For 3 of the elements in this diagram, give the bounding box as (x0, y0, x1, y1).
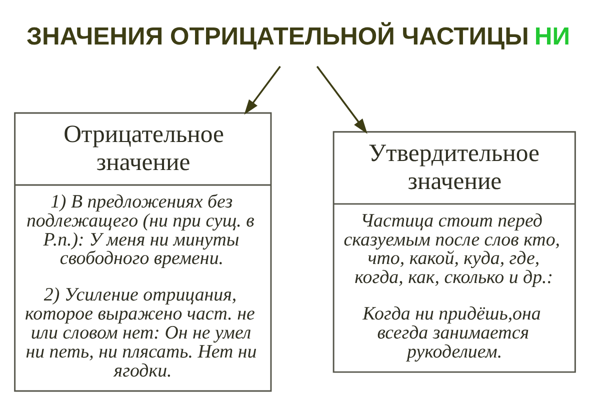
node-text: ЗНАЧЕНИЯ ОТРИЦАТЕЛЬНОЙ ЧАСТИЦЫ НИ (26, 24, 570, 51)
arrow (244, 66, 280, 115)
arrow (316, 66, 367, 134)
